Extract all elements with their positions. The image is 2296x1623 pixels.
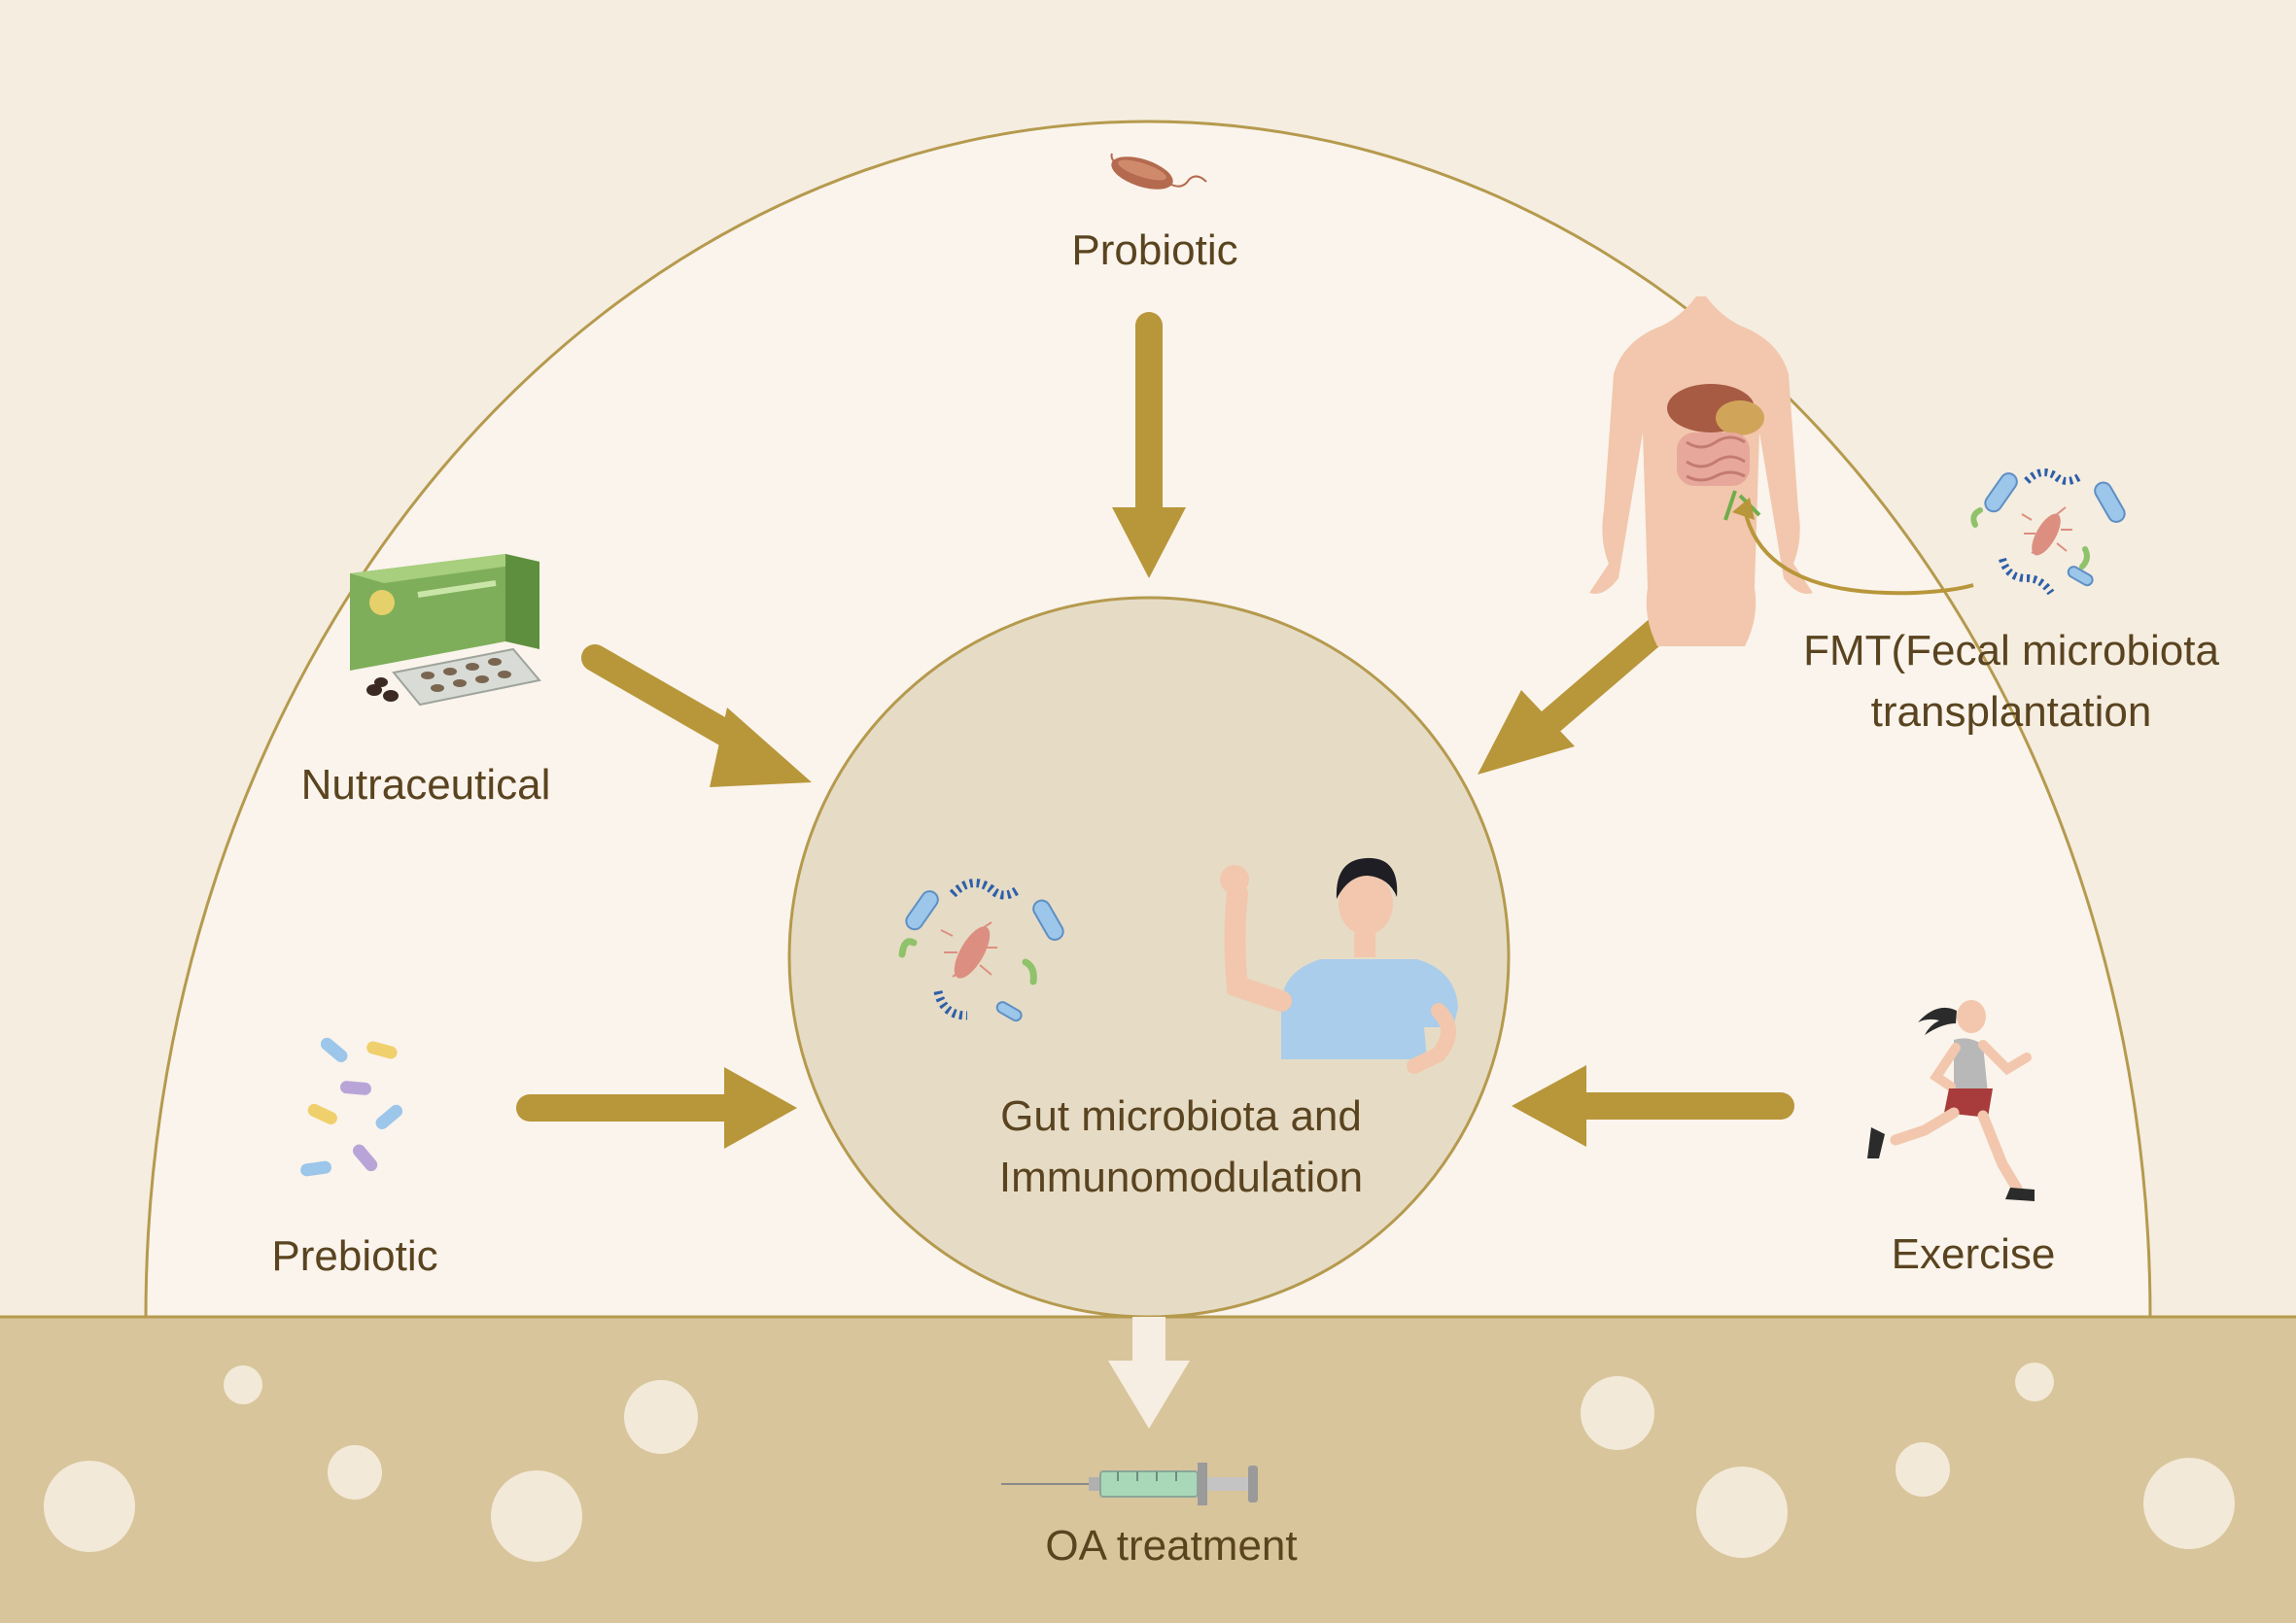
arrow-outcome <box>1108 1317 1190 1429</box>
bubble <box>2015 1363 2054 1401</box>
arrowhead-prebiotic <box>724 1067 797 1149</box>
label-fmt-line1: FMT(Fecal microbiota <box>1803 627 2219 674</box>
arrowhead-exercise <box>1512 1065 1586 1147</box>
bubble <box>1581 1376 1654 1450</box>
arrow-fmt <box>1532 605 1684 740</box>
fmt-transfer-arrow <box>1743 509 1974 596</box>
human-torso-digestive-icon <box>1589 296 1813 646</box>
label-fmt-line2: transplantation <box>1871 688 2152 736</box>
arrowhead-nutraceutical <box>710 708 812 787</box>
syringe-icon <box>1001 1463 1258 1505</box>
bubble <box>1896 1442 1950 1497</box>
strong-man-icon <box>1220 857 1458 1074</box>
center-microbiota-icon <box>898 879 1064 1022</box>
center-circle <box>787 596 1511 1319</box>
bubble <box>328 1445 382 1500</box>
label-probiotic: Probiotic <box>1071 226 1237 274</box>
bubble <box>2143 1458 2235 1549</box>
fmt-transfer-arrowhead <box>1732 498 1755 520</box>
bubble <box>624 1380 698 1454</box>
label-exercise: Exercise <box>1892 1230 2056 1278</box>
arrowhead-fmt <box>1478 690 1575 775</box>
bacterium-icon <box>1110 153 1207 190</box>
bubble <box>1696 1467 1788 1558</box>
supplement-box-icon <box>350 554 541 707</box>
label-prebiotic: Prebiotic <box>271 1232 437 1280</box>
runner-icon <box>1867 1000 2035 1201</box>
bubble <box>44 1461 135 1552</box>
microbiota-cluster-icon <box>1970 468 2126 596</box>
label-outcome: OA treatment <box>1045 1522 1297 1570</box>
arrowhead-probiotic <box>1112 507 1186 578</box>
bubble <box>491 1470 582 1562</box>
label-center-line2: Immunomodulation <box>999 1154 1363 1201</box>
label-nutraceutical: Nutraceutical <box>301 761 551 809</box>
pill-capsules-icon <box>300 1037 403 1177</box>
bubble <box>224 1365 262 1404</box>
label-center-line1: Gut microbiota and <box>1000 1092 1362 1140</box>
